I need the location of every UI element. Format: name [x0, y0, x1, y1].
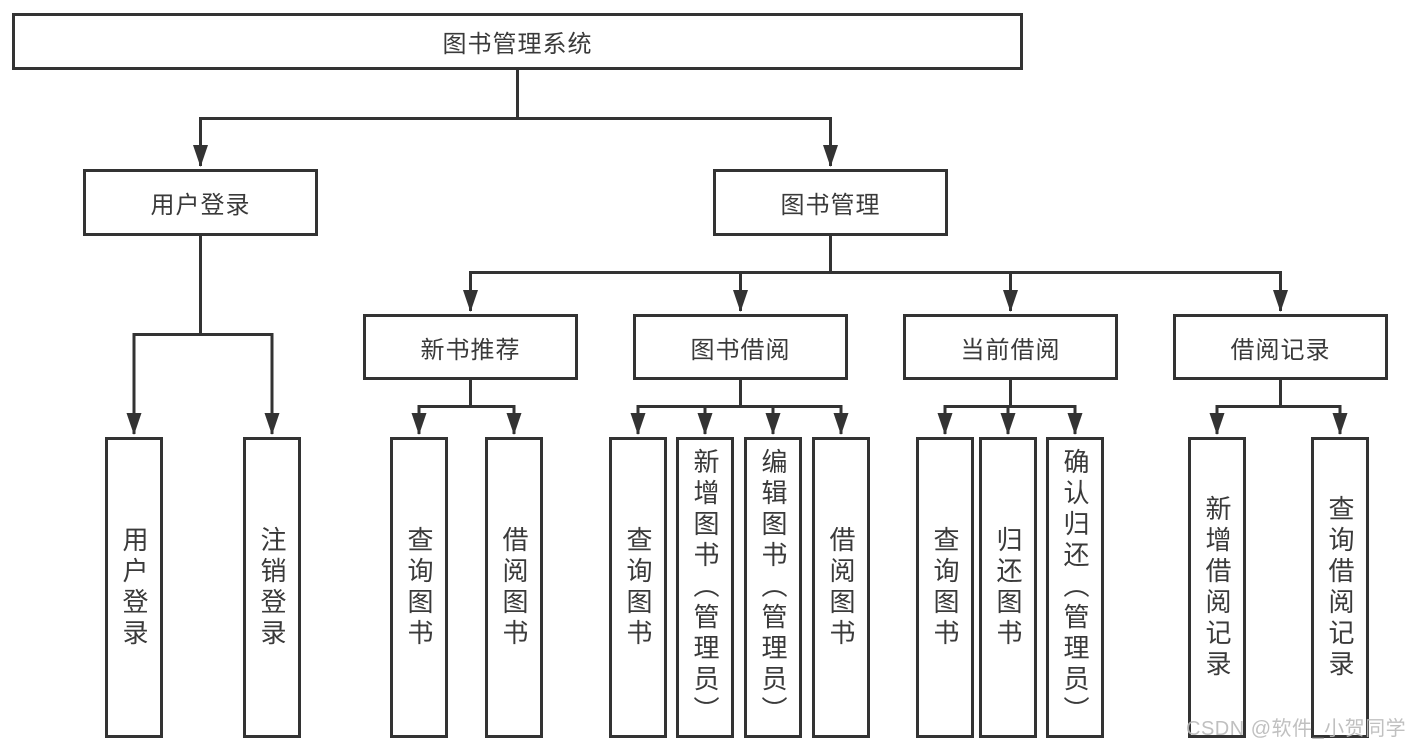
- node-label: 图书管理: [780, 192, 881, 219]
- leaf-query-books-current: 查询图书: [916, 437, 974, 738]
- leaf-add-books-admin: 新增图书（管理员）: [676, 437, 734, 738]
- leaf-edit-books-admin: 编辑图书（管理员）: [744, 437, 802, 738]
- node-user-login: 用户登录: [83, 169, 318, 236]
- leaf-label: 注销登录: [257, 525, 287, 650]
- leaf-label: 用户登录: [119, 525, 149, 650]
- leaf-label: 借阅图书: [499, 525, 529, 650]
- node-label: 用户登录: [150, 192, 251, 219]
- leaf-label: 借阅图书: [826, 525, 856, 650]
- leaf-borrow-books-borrowing: 借阅图书: [812, 437, 870, 738]
- leaf-borrow-books-recommend: 借阅图书: [485, 437, 543, 738]
- node-label: 图书管理系统: [442, 31, 593, 58]
- leaf-query-borrow-record: 查询借阅记录: [1311, 437, 1369, 738]
- leaf-label: 查询图书: [930, 525, 960, 650]
- leaf-label: 确认归还（管理员）: [1060, 448, 1090, 727]
- node-label: 借阅记录: [1230, 336, 1331, 364]
- leaf-query-books-recommend: 查询图书: [390, 437, 448, 738]
- leaf-label: 新增借阅记录: [1202, 494, 1232, 681]
- node-current-borrowing: 当前借阅: [903, 314, 1118, 380]
- leaf-label: 查询图书: [623, 525, 653, 650]
- leaf-confirm-return-admin: 确认归还（管理员）: [1046, 437, 1104, 738]
- leaf-label: 归还图书: [993, 525, 1023, 650]
- node-book-borrowing: 图书借阅: [633, 314, 848, 380]
- leaf-label: 查询借阅记录: [1325, 494, 1355, 681]
- leaf-return-books: 归还图书: [979, 437, 1037, 738]
- node-label: 新书推荐: [420, 336, 521, 364]
- node-label: 当前借阅: [960, 336, 1061, 364]
- leaf-label: 编辑图书（管理员）: [758, 448, 788, 727]
- leaf-query-books-borrowing: 查询图书: [609, 437, 667, 738]
- node-library-management-system: 图书管理系统: [12, 13, 1023, 70]
- leaf-logout: 注销登录: [243, 437, 301, 738]
- node-book-management: 图书管理: [713, 169, 948, 236]
- leaf-label: 新增图书（管理员）: [690, 448, 720, 727]
- node-new-book-recommend: 新书推荐: [363, 314, 578, 380]
- node-label: 图书借阅: [690, 336, 791, 364]
- leaf-label: 查询图书: [404, 525, 434, 650]
- node-borrowing-records: 借阅记录: [1173, 314, 1388, 380]
- leaf-user-login: 用户登录: [105, 437, 163, 738]
- leaf-add-borrow-record: 新增借阅记录: [1188, 437, 1246, 738]
- csdn-watermark: CSDN @软件_小贺同学: [1186, 718, 1405, 740]
